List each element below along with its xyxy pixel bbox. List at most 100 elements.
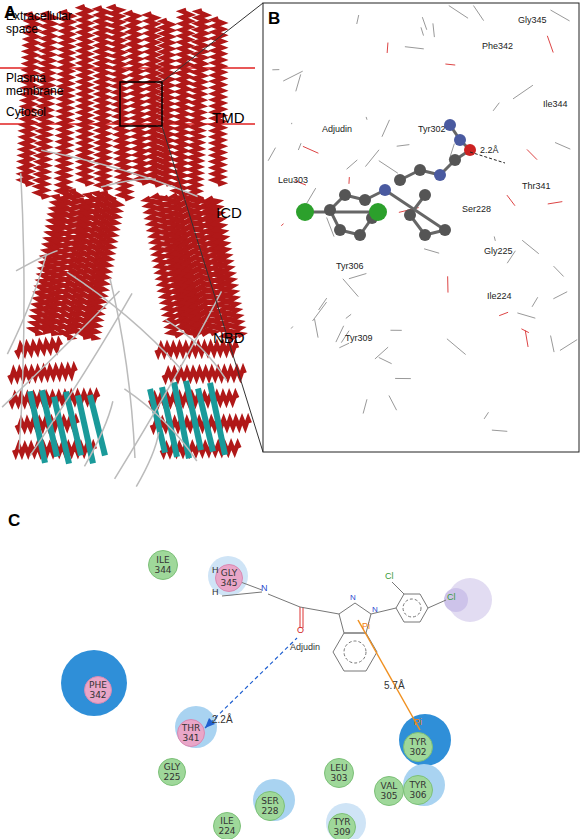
atom <box>324 204 336 216</box>
stick <box>303 146 318 153</box>
atom <box>414 164 426 176</box>
coil <box>2 291 119 407</box>
stick <box>390 330 401 331</box>
halo <box>326 803 366 839</box>
protein-cartoon <box>2 6 250 487</box>
residue-name: VAL 305 <box>377 781 401 801</box>
label: 2.2Å <box>212 714 233 725</box>
label: Ser228 <box>462 205 491 215</box>
atom <box>454 134 466 146</box>
stick <box>315 319 319 338</box>
residue-name: TYR 309 <box>330 817 354 837</box>
residue-circle: SER 228 <box>255 791 285 821</box>
label: TMD <box>212 110 245 127</box>
stick <box>449 6 468 19</box>
label: Adjudin <box>322 125 352 135</box>
helix <box>81 6 89 185</box>
coil <box>67 272 179 367</box>
residue-circle: THR 341 <box>177 719 205 747</box>
label: H <box>212 588 219 598</box>
stick <box>281 224 283 226</box>
coil <box>84 401 112 466</box>
label: H <box>212 566 219 576</box>
label: Adjudin <box>290 643 320 653</box>
label: B <box>268 10 280 29</box>
label: Pi <box>362 622 370 632</box>
halo <box>175 706 217 748</box>
atom <box>369 203 387 221</box>
stick <box>405 47 424 49</box>
stick <box>291 326 293 328</box>
residue-name: THR 341 <box>179 723 203 743</box>
stick <box>447 276 448 292</box>
atom <box>394 174 406 186</box>
label: Tyr306 <box>336 262 364 272</box>
atom <box>434 169 446 181</box>
stick <box>548 202 563 204</box>
stick <box>379 161 398 174</box>
stick <box>555 143 570 150</box>
stick <box>473 6 483 21</box>
beta-strand <box>90 395 105 456</box>
stick <box>507 195 515 206</box>
label: Ile344 <box>543 100 568 110</box>
label: Pi <box>414 718 422 728</box>
stick <box>313 302 327 321</box>
helix <box>129 12 146 184</box>
label: Gly345 <box>518 16 547 26</box>
stick <box>560 340 577 351</box>
atom <box>379 184 391 196</box>
label: 2.2Å <box>480 146 499 156</box>
stick <box>547 36 553 53</box>
stick <box>339 343 349 348</box>
residue-circle: ILE 224 <box>213 812 241 839</box>
label: Gly225 <box>484 247 513 257</box>
stick <box>283 71 302 81</box>
stick <box>348 177 349 184</box>
stick <box>447 339 466 355</box>
residue-circle: TYR 309 <box>328 813 356 839</box>
residue-name: SER 228 <box>258 796 282 816</box>
helix <box>59 11 71 195</box>
helix <box>176 10 191 196</box>
stick <box>551 10 570 21</box>
label: N <box>372 606 378 615</box>
pi-line <box>358 620 420 730</box>
stick <box>499 312 508 315</box>
label: C <box>8 512 20 531</box>
stick <box>365 150 379 167</box>
stick <box>517 313 535 318</box>
atom <box>439 224 451 236</box>
stick <box>375 347 388 359</box>
atom <box>444 119 456 131</box>
stick <box>522 240 539 253</box>
label: Tyr302 <box>418 125 446 135</box>
residue-circle: GLY 345 <box>215 564 243 592</box>
residue-name: ILE 344 <box>151 555 175 575</box>
residue-name: TYR 306 <box>406 780 430 800</box>
residue-name: LEU 303 <box>327 763 351 783</box>
label: Extracellular space <box>6 10 86 36</box>
zoom-line <box>162 126 263 452</box>
stick <box>389 396 397 411</box>
stick <box>395 378 411 379</box>
stick <box>494 236 495 240</box>
helix <box>148 13 159 185</box>
stick <box>527 149 537 159</box>
coil <box>124 389 196 461</box>
stick <box>445 64 455 65</box>
stick <box>424 249 439 253</box>
stick <box>382 120 390 137</box>
atom <box>419 229 431 241</box>
residue-sticks <box>268 6 577 432</box>
stick <box>268 148 275 161</box>
residue-name: TYR 302 <box>406 737 430 757</box>
stick <box>291 123 292 124</box>
helix <box>22 13 37 185</box>
coil <box>166 320 227 381</box>
label: Ile224 <box>487 292 512 302</box>
stick <box>319 298 327 310</box>
